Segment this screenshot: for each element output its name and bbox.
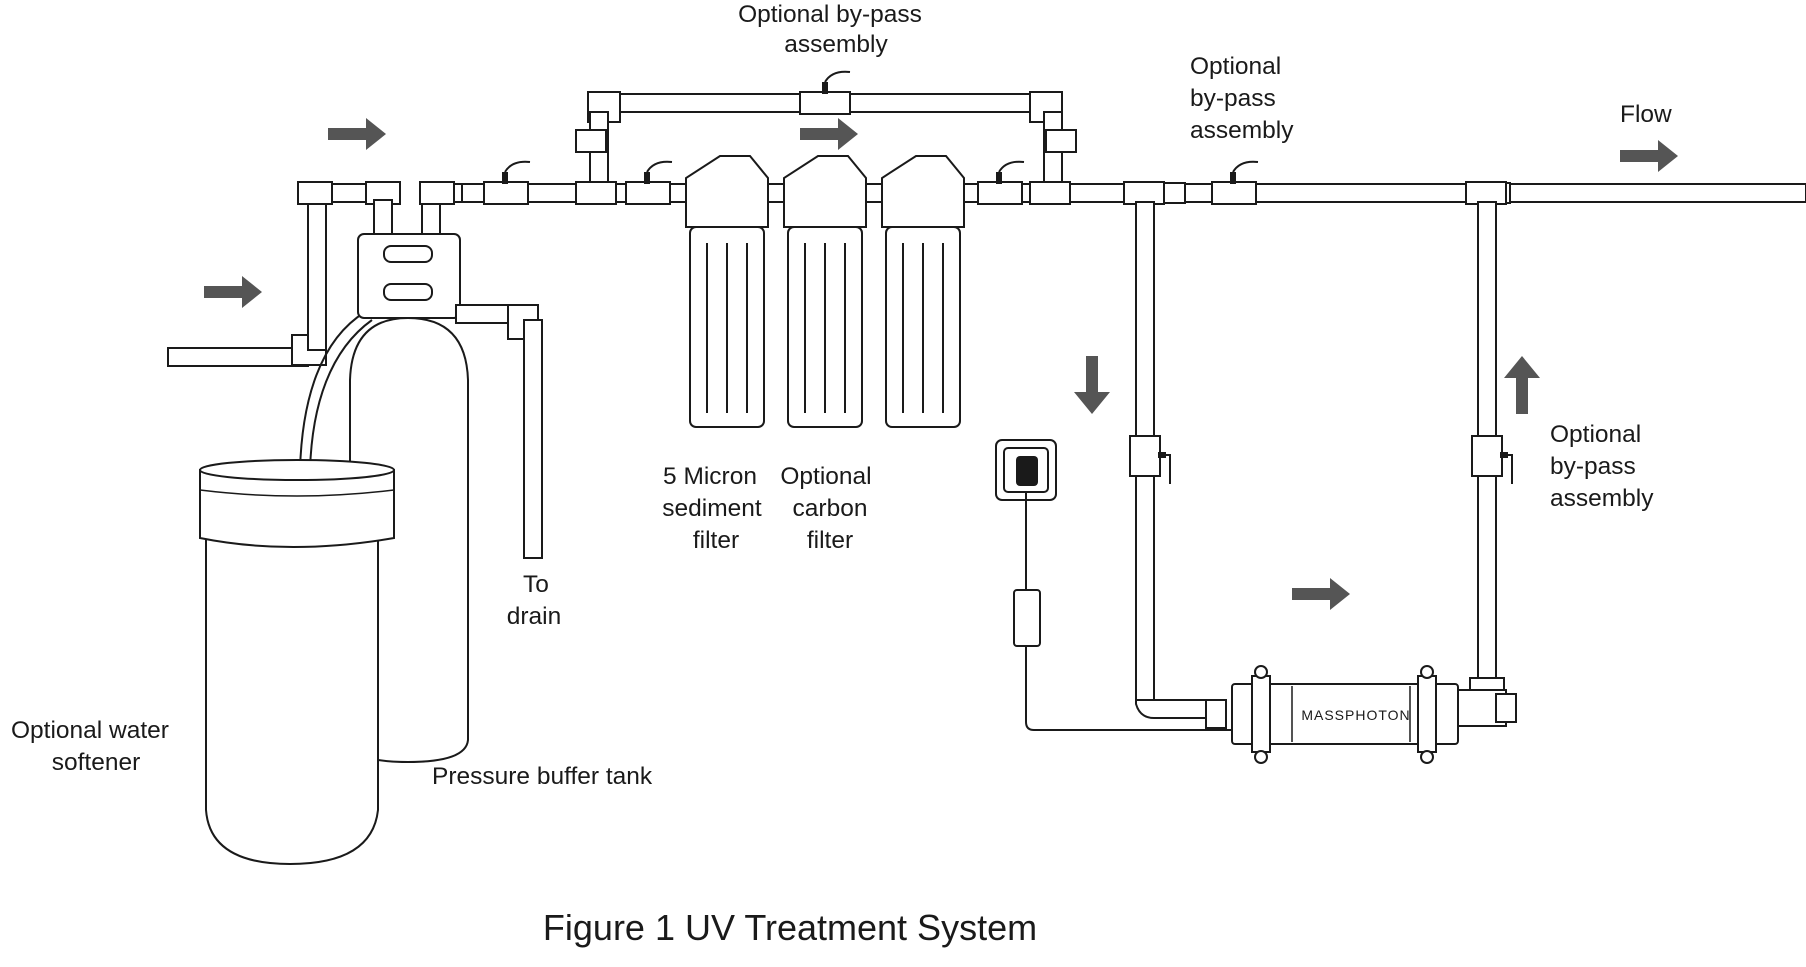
control-head <box>357 233 461 319</box>
valve-bypass-top <box>822 70 851 94</box>
label-bypass-mid: Optional by-pass assembly <box>1190 53 1294 144</box>
pressure-buffer-tank <box>349 316 469 764</box>
uv-branch-pipes <box>1123 181 1517 727</box>
label-water-softener: Optional water softener <box>11 717 169 776</box>
arrow-icon <box>1504 356 1540 414</box>
label-bypass-top: Optional by-pass assembly <box>738 1 922 58</box>
label-pressure-tank: Pressure buffer tank <box>432 763 653 790</box>
label-softener-line1: Optional water <box>11 717 169 744</box>
label-sediment-line3: filter <box>693 527 739 554</box>
water-softener-tank <box>199 459 395 866</box>
label-bypass-right-line1: Optional <box>1550 421 1641 448</box>
arrow-icon <box>800 118 858 150</box>
label-bypass-top-line2: assembly <box>784 31 888 58</box>
label-carbon-filter: Optional carbon filter <box>780 463 871 554</box>
arrow-icon <box>1074 356 1110 414</box>
label-softener-line2: softener <box>52 749 141 776</box>
label-to-drain-line2: drain <box>507 603 561 630</box>
valve-4 <box>1211 160 1259 205</box>
arrow-icon <box>1292 578 1350 610</box>
label-to-drain-line1: To <box>523 571 549 598</box>
uv-brand-label: MASSPHOTON <box>1301 707 1410 723</box>
arrow-icon <box>1620 140 1678 172</box>
softener-tubing <box>299 311 373 471</box>
label-sediment-line2: sediment <box>662 495 762 522</box>
uv-sterilizer <box>1205 665 1459 764</box>
arrow-icon <box>328 118 386 150</box>
label-bypass-mid-line2: by-pass <box>1190 85 1276 112</box>
uv-controller <box>995 439 1232 731</box>
label-carbon-line1: Optional <box>780 463 871 490</box>
flow-arrows <box>204 118 1678 610</box>
label-bypass-right-line2: by-pass <box>1550 453 1636 480</box>
label-bypass-mid-line3: assembly <box>1190 117 1294 144</box>
label-carbon-line3: filter <box>807 527 853 554</box>
figure-caption: Figure 1 UV Treatment System <box>543 907 1037 948</box>
label-sediment-filter: 5 Micron sediment filter <box>662 463 762 554</box>
label-to-drain: To drain <box>507 571 561 630</box>
label-flow: Flow <box>1620 101 1672 128</box>
valve-1 <box>483 160 531 205</box>
label-sediment-line1: 5 Micron <box>663 463 757 490</box>
label-bypass-right: Optional by-pass assembly <box>1550 421 1654 512</box>
valve-3 <box>977 160 1025 205</box>
valve-2 <box>625 160 673 205</box>
label-bypass-mid-line1: Optional <box>1190 53 1281 80</box>
label-bypass-right-line3: assembly <box>1550 485 1654 512</box>
filter-1 <box>685 155 769 428</box>
filter-2 <box>783 155 867 428</box>
label-carbon-line2: carbon <box>793 495 868 522</box>
filter-3 <box>881 155 965 428</box>
drain-line <box>455 304 543 559</box>
inlet-pipe <box>167 181 463 367</box>
arrow-icon <box>204 276 262 308</box>
top-bypass-loop <box>575 91 1077 205</box>
label-bypass-top-line1: Optional by-pass <box>738 1 922 28</box>
